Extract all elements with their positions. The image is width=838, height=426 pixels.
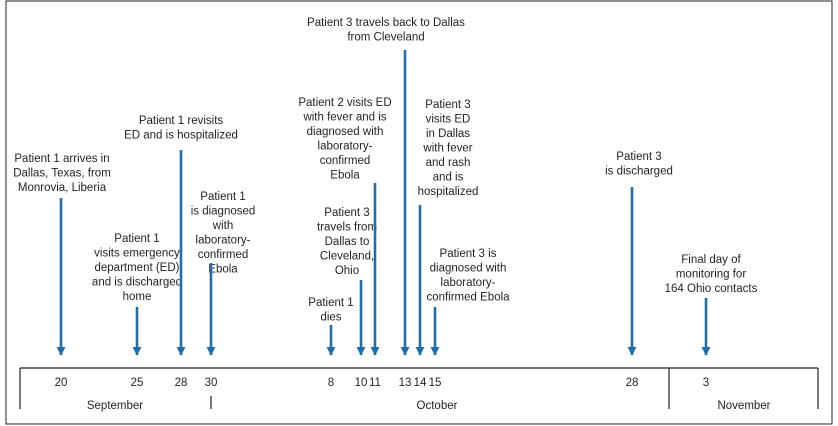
day-tick-label: 10 — [355, 377, 368, 389]
event-text-line: Patient 2 visits ED — [298, 97, 391, 109]
event-text-line: Ohio — [335, 265, 359, 277]
event-text-line: Patient 1 arrives in — [14, 153, 109, 165]
timeline-axis — [19, 367, 819, 409]
event-text-line: Dallas, Texas, from — [13, 168, 111, 180]
event-text-line: laboratory- — [318, 141, 373, 153]
day-tick-label: 20 — [55, 377, 68, 389]
day-tick-label: 3 — [703, 377, 709, 389]
timeline-event: Patient 3 is diagnosed with laboratory-con… — [426, 248, 510, 356]
event-text-line: monitoring for — [676, 269, 746, 281]
timeline-event: Patient 3 is discharged — [605, 151, 673, 356]
timeline-event: Patient 3 travels back to Dallas from Cle… — [307, 17, 465, 356]
event-text-line: Dallas to — [325, 236, 370, 248]
event-text-line: Patient 3 — [324, 207, 369, 219]
event-text-line: Cleveland, — [320, 251, 374, 263]
event-text-line: diagnosed with — [307, 126, 384, 138]
event-text-line: home — [123, 291, 152, 303]
day-tick-label: 11 — [369, 377, 381, 389]
event-description: Final day of monitoring for 164 Ohio conta… — [665, 254, 758, 295]
day-tick-label: 8 — [328, 377, 334, 389]
event-text-line: from Cleveland — [347, 32, 424, 44]
event-text-line: and is discharged — [92, 277, 182, 289]
event-text-line: Monrovia, Liberia — [18, 182, 107, 194]
event-text-line: diagnosed with — [430, 263, 507, 275]
month-label: November — [717, 400, 770, 412]
event-text-line: Patient 3 travels back to Dallas — [307, 17, 465, 29]
event-text-line: Patient 3 — [425, 99, 470, 111]
event-text-line: in Dallas — [426, 128, 470, 140]
event-text-line: 164 Ohio contacts — [665, 283, 758, 295]
month-label: September — [87, 400, 143, 412]
event-text-line: visits ED — [426, 114, 471, 126]
event-text-line: is discharged — [605, 166, 673, 178]
event-text-line: confirmed Ebola — [426, 292, 510, 304]
figure-frame — [5, 0, 833, 425]
timeline-event: Patient 1 revisits ED and is hospitalized — [124, 115, 238, 356]
event-text-line: Patient 1 revisits — [139, 115, 224, 127]
event-text-line: dies — [320, 312, 341, 324]
event-text-line: Patient 3 — [616, 151, 661, 163]
event-description: Patient 1 visits emergency department (ED)… — [92, 233, 182, 303]
event-description: Patient 1 revisits ED and is hospitalized — [124, 115, 238, 142]
timeline-event: Patient 3 visits ED in Dallas with fever and… — [415, 99, 479, 356]
day-tick-label: 28 — [175, 377, 188, 389]
event-text-line: laboratory- — [196, 235, 251, 247]
event-text-line: Ebola — [208, 264, 238, 276]
day-tick-label: 15 — [429, 377, 442, 389]
month-label: October — [417, 400, 458, 412]
event-text-line: is diagnosed — [191, 206, 256, 218]
day-tick-label: 13 — [399, 377, 412, 389]
event-text-line: Ebola — [330, 170, 360, 182]
event-description: Patient 3 is diagnosed with laboratory-con… — [426, 248, 510, 304]
event-text-line: with — [212, 220, 233, 232]
timeline-event: Patient 2 visits ED with fever and is diag… — [298, 97, 392, 356]
event-text-line: with fever — [422, 143, 472, 155]
event-text-line: department (ED) — [94, 262, 179, 274]
event-description: Patient 1 is diagnosed with laboratory-conf… — [191, 191, 256, 276]
event-description: Patient 2 visits ED with fever and is diag… — [298, 97, 391, 182]
event-text-line: Patient 1 — [114, 233, 159, 245]
day-tick-label: 14 — [414, 377, 427, 389]
day-tick-label: 25 — [131, 377, 144, 389]
event-text-line: ED and is hospitalized — [124, 130, 238, 142]
day-tick-label: 30 — [205, 377, 218, 389]
event-text-line: confirmed — [198, 249, 249, 261]
event-text-line: and rash — [426, 157, 471, 169]
event-description: Patient 1 dies — [308, 297, 353, 324]
event-text-line: with fever and is — [302, 112, 386, 124]
event-text-line: confirmed — [320, 155, 371, 167]
event-text-line: travels from — [317, 222, 377, 234]
day-tick-label: 28 — [626, 377, 639, 389]
event-description: Patient 3 travels back to Dallas from Cle… — [307, 17, 465, 44]
event-text-line: Patient 1 — [200, 191, 245, 203]
event-text-line: hospitalized — [418, 186, 479, 198]
event-description: Patient 3 is discharged — [605, 151, 673, 178]
event-text-line: and is — [433, 172, 464, 184]
event-description: Patient 3 visits ED in Dallas with fever and… — [418, 99, 479, 198]
event-text-line: Patient 1 — [308, 297, 353, 309]
timeline-event: Final day of monitoring for 164 Ohio conta… — [665, 254, 758, 356]
timeline-event: Patient 1 dies — [308, 297, 354, 356]
timeline-event: Patient 1 visits emergency department (ED)… — [92, 233, 182, 356]
event-text-line: visits emergency — [94, 248, 180, 260]
event-text-line: laboratory- — [441, 277, 496, 289]
month-labels: September October November — [87, 400, 771, 412]
event-text-line: Patient 3 is — [440, 248, 497, 260]
event-text-line: Final day of — [681, 254, 741, 266]
timeline-event: Patient 1 is diagnosed with laboratory-conf… — [191, 191, 256, 356]
